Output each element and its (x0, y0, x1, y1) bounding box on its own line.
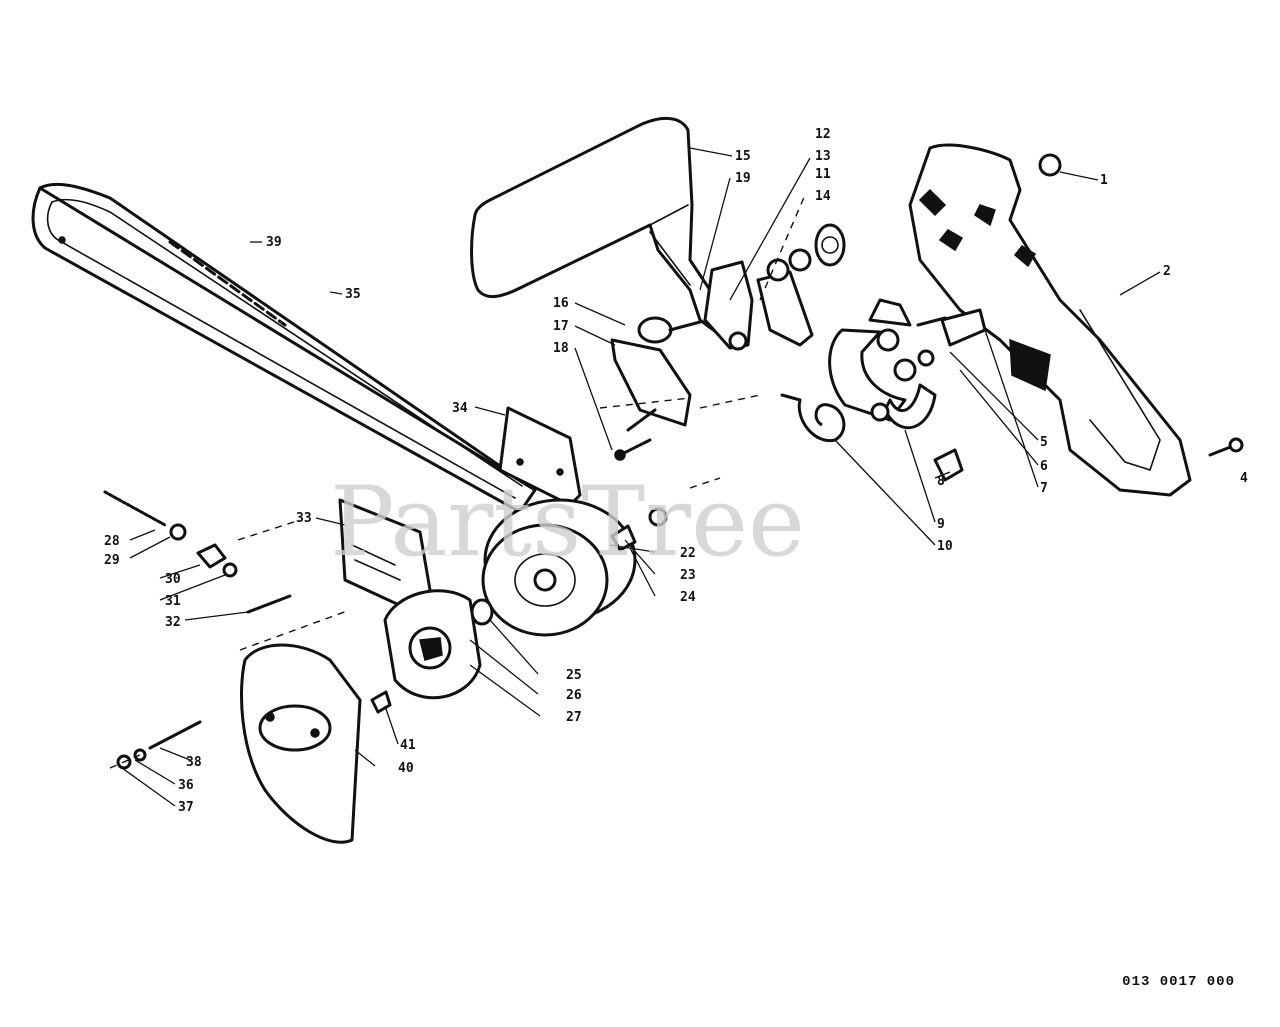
callout-40: 40 (398, 761, 414, 776)
callout-17: 17 (553, 319, 569, 334)
callout-26: 26 (566, 688, 582, 703)
clutch-assembly (383, 589, 482, 700)
clutch-drum (470, 498, 637, 637)
callout-38: 38 (186, 755, 202, 770)
callout-19: 19 (735, 171, 751, 186)
watermark: PartsTree (330, 466, 805, 578)
callout-4: 4 (1240, 471, 1248, 486)
callout-27: 27 (566, 710, 582, 725)
callout-6: 6 (1040, 459, 1048, 474)
leader-lines (121, 147, 1161, 807)
callout-labels: 1 2 4 5 6 7 8 9 10 11 12 13 14 15 16 17 … (104, 127, 1248, 815)
callout-14: 14 (815, 189, 831, 204)
callout-8: 8 (937, 474, 945, 489)
callout-31: 31 (165, 594, 181, 609)
guide-bar-and-chain (31, 182, 537, 514)
callout-11: 11 (815, 167, 831, 182)
small-hardware (103, 490, 668, 770)
callout-13: 13 (815, 149, 831, 164)
diagram-code: 013 0017 000 (1122, 974, 1235, 990)
callout-7: 7 (1040, 481, 1048, 496)
callout-22: 22 (680, 546, 696, 561)
assembly-lines (109, 194, 806, 769)
callout-41: 41 (400, 738, 416, 753)
callout-23: 23 (680, 568, 696, 583)
housing-cover (908, 143, 1244, 497)
callout-9: 9 (937, 517, 945, 532)
callout-28: 28 (104, 534, 120, 549)
sprocket-guard (240, 643, 362, 844)
front-handle (470, 117, 732, 337)
callout-24: 24 (680, 590, 696, 605)
callout-5: 5 (1040, 435, 1048, 450)
callout-16: 16 (553, 296, 569, 311)
callout-36: 36 (178, 778, 194, 793)
callout-1: 1 (1100, 173, 1108, 188)
callout-33: 33 (296, 511, 312, 526)
callout-30: 30 (165, 572, 181, 587)
callout-2: 2 (1163, 264, 1171, 279)
callout-39: 39 (266, 235, 282, 250)
callout-34: 34 (452, 401, 468, 416)
callout-29: 29 (104, 553, 120, 568)
callout-25: 25 (566, 668, 582, 683)
callout-10: 10 (937, 539, 953, 554)
brake-band-assembly (780, 298, 987, 482)
callout-35: 35 (345, 287, 361, 302)
brake-linkage-parts (610, 223, 846, 461)
callout-15: 15 (735, 149, 751, 164)
callout-37: 37 (178, 800, 194, 815)
callout-12: 12 (815, 127, 831, 142)
callout-32: 32 (165, 615, 181, 630)
callout-18: 18 (553, 341, 569, 356)
